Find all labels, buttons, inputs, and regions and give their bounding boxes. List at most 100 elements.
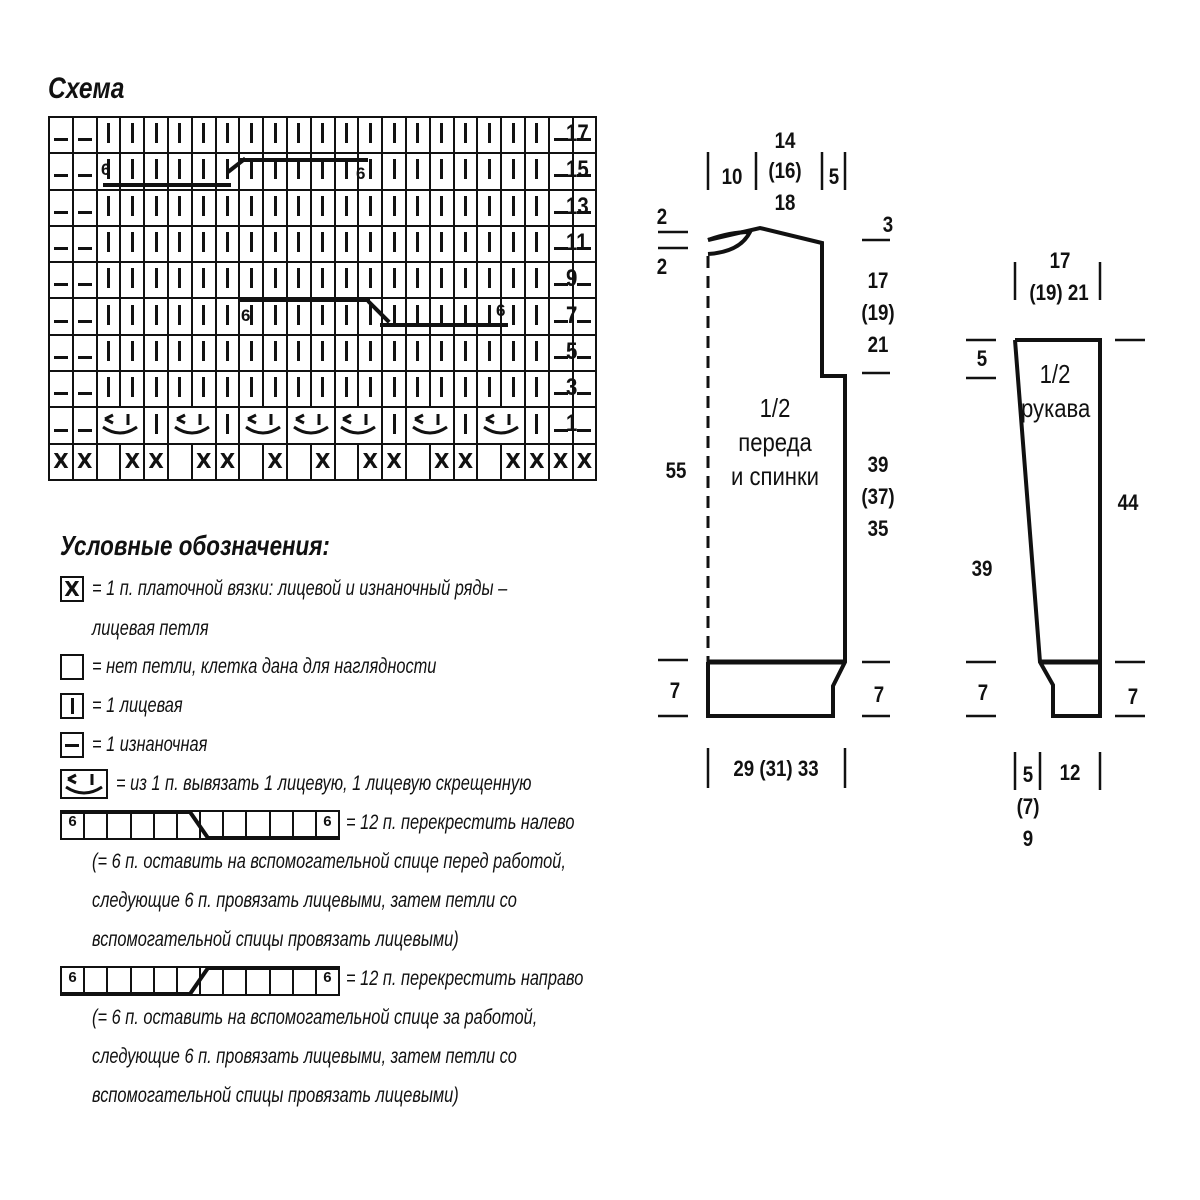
cable-line-right-row7-b — [380, 323, 508, 327]
legend-text-purl: = 1 изнаночная — [92, 733, 208, 756]
chart-cell — [166, 333, 193, 373]
chart-cell — [357, 333, 384, 373]
chart-cell — [143, 115, 169, 155]
garter-icon: X — [195, 449, 212, 474]
chart-cell — [333, 188, 360, 227]
chart-cell — [285, 188, 312, 227]
chart-cell — [571, 297, 598, 336]
legend-text-cable-right: = 12 п. перекрестить направо — [346, 967, 584, 990]
purl-icon — [53, 428, 68, 432]
purl-icon — [553, 210, 568, 214]
chart-cell — [238, 370, 265, 409]
chart-cell — [48, 224, 74, 264]
knit-icon — [273, 304, 277, 325]
chart-cell — [166, 224, 193, 264]
knit-icon — [440, 268, 444, 289]
knit-icon — [392, 377, 396, 398]
knit-icon — [487, 123, 491, 144]
purl-icon — [77, 428, 92, 432]
purl-icon — [553, 247, 568, 251]
knit-icon — [202, 123, 206, 144]
chart-cell — [48, 115, 74, 155]
legend-text-no-stitch: = нет петли, клетка дана для наглядности — [92, 655, 437, 678]
knit-icon — [321, 123, 325, 144]
chart-cell — [190, 188, 217, 227]
knit-icon — [249, 340, 253, 361]
chart-cell — [523, 224, 550, 264]
chart-row — [48, 261, 598, 300]
chart-cell: X — [119, 442, 146, 481]
chart-cell — [214, 115, 241, 155]
dim-neck-mid-1: 14 — [774, 128, 796, 153]
chart-cell — [428, 115, 455, 155]
dim-side-2: (37) — [861, 484, 895, 509]
garter-icon: X — [433, 449, 450, 474]
knit-icon — [321, 195, 325, 216]
knit-icon — [487, 232, 491, 253]
legend-note-cable-left-1: (= 6 п. оставить на вспомогательной спиц… — [92, 850, 566, 873]
knit-icon — [178, 195, 182, 216]
knit-icon — [273, 232, 277, 253]
knit-icon — [273, 340, 277, 361]
knit-icon — [416, 377, 420, 398]
chart-cell — [48, 370, 74, 409]
chart-cell — [48, 333, 74, 373]
purl-icon — [553, 428, 568, 432]
chart-cell — [571, 188, 598, 227]
chart-row — [48, 406, 598, 445]
knit-icon — [463, 123, 467, 144]
chart-cell — [523, 333, 550, 373]
purl-icon — [553, 392, 568, 396]
chart-cell — [357, 370, 384, 409]
knit-icon — [154, 377, 158, 398]
knit-icon — [368, 268, 372, 289]
row-number: 17 — [566, 120, 589, 147]
chart-cell — [333, 442, 360, 481]
chart-cell — [428, 152, 455, 191]
chart-cell — [166, 406, 217, 445]
chart-cell — [333, 297, 360, 336]
dim-sleeve-length-right: 44 — [1117, 490, 1139, 515]
chart-cell — [333, 406, 384, 445]
legend-symbol-garter: X — [60, 576, 84, 602]
chart-row — [48, 188, 598, 227]
knit-icon — [249, 232, 253, 253]
chart-cell — [381, 188, 407, 227]
chart-cell — [428, 370, 455, 409]
increase-icon — [65, 773, 103, 795]
knit-icon — [392, 268, 396, 289]
schema-title: Схема — [48, 72, 125, 105]
chart-cell — [523, 188, 550, 227]
knit-icon — [440, 123, 444, 144]
knit-icon — [321, 268, 325, 289]
garter-icon: X — [576, 449, 593, 474]
chart-cell — [547, 333, 574, 373]
knit-icon — [440, 195, 444, 216]
chart-cell — [119, 370, 146, 409]
knit-icon — [511, 195, 515, 216]
row-number: 7 — [566, 301, 578, 329]
legend-symbol-purl — [60, 732, 84, 758]
chart-cell — [571, 152, 598, 191]
cable-right-num-a: 6 — [62, 968, 86, 994]
chart-cell — [523, 406, 550, 445]
knit-icon — [178, 123, 182, 144]
chart-cell — [381, 224, 407, 264]
garter-icon: X — [362, 449, 378, 474]
purl-icon — [553, 174, 568, 178]
chart-cell — [71, 297, 98, 336]
cable-line-right-row7-a — [240, 298, 370, 302]
chart-cell — [381, 152, 407, 191]
chart-cell — [476, 152, 503, 191]
knit-icon — [463, 304, 467, 325]
dim-rib-left: 7 — [669, 678, 681, 703]
chart-cell — [214, 406, 241, 445]
chart-cell: X — [143, 442, 169, 481]
chart-cell — [571, 261, 598, 300]
chart-cell — [238, 261, 265, 300]
chart-cell: X — [357, 442, 384, 481]
garter-icon: X — [124, 449, 140, 474]
chart-cell — [285, 115, 312, 155]
chart-cell — [71, 152, 98, 191]
knit-icon — [344, 123, 348, 144]
